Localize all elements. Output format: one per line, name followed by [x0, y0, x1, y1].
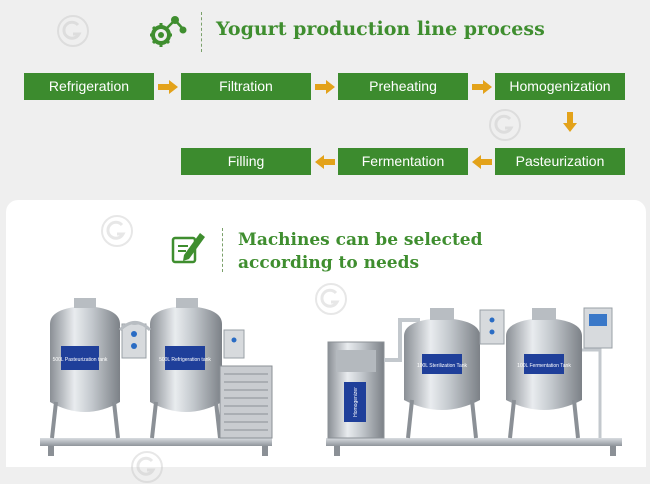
machines-illustration: 500L Pasteurization tank 500L Refrigerat… [40, 298, 622, 456]
pencil-edit-icon [171, 233, 205, 264]
arrow-right-icon [315, 80, 335, 94]
watermark-logo-icon [131, 451, 163, 483]
step-pasteurization: Pasteurization [495, 148, 625, 175]
step-fermentation: Fermentation [338, 148, 468, 175]
step-refrigeration: Refrigeration [24, 73, 154, 100]
tank-right-label: 500L Refrigeration tank [159, 357, 211, 363]
step-preheating: Preheating [338, 73, 468, 100]
tank-left-label: 500L Pasteurization tank [53, 357, 108, 363]
arrow-right-icon [158, 80, 178, 94]
watermark-logo-icon [101, 215, 133, 247]
process-header: Yogurt production line process [0, 0, 650, 60]
arrow-left-icon [472, 155, 492, 169]
header-divider [201, 12, 203, 52]
homogenizer-label: Homogenizer [353, 387, 359, 417]
machines-subtitle-line2: according to needs [238, 253, 420, 273]
arrow-right-icon [472, 80, 492, 94]
ferm-tank-label: 100L Fermentation Tank [517, 363, 571, 369]
gear-network-icon [150, 16, 187, 47]
watermark-logo-icon [489, 109, 521, 141]
pasteurization-refrigeration-unit: 500L Pasteurization tank 500L Refrigerat… [40, 298, 273, 456]
homogenizer-sterilization-fermentation-unit: Homogenizer 100L Sterilization Tank 100L… [326, 307, 622, 456]
watermark-logo-icon [57, 15, 89, 47]
step-filtration: Filtration [181, 73, 311, 100]
watermark-logo-icon [315, 283, 347, 315]
step-homogenization: Homogenization [495, 73, 625, 100]
machines-subtitle-line1: Machines can be selected [238, 230, 483, 250]
subtitle-divider [222, 228, 224, 272]
step-filling: Filling [181, 148, 311, 175]
page-title: Yogurt production line process [216, 18, 545, 40]
ster-tank-label: 100L Sterilization Tank [417, 363, 468, 369]
arrow-left-icon [315, 155, 335, 169]
arrow-down-icon [563, 112, 577, 132]
